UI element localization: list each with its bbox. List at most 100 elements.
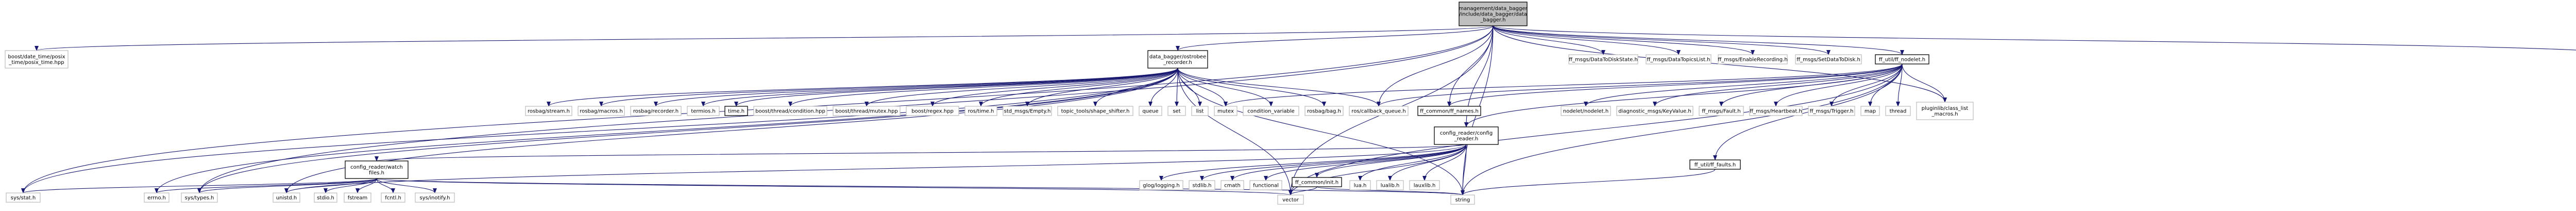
node-config-reader[interactable]: config_reader/config_reader.h <box>1434 126 1499 145</box>
edge-ff_nodelet-to-vector <box>1289 63 1903 196</box>
edge-root-to-ff_enable <box>1493 25 1755 55</box>
node-label: ff_msgs/DataTopicsList.h <box>1647 57 1710 63</box>
node-ff-nodelet[interactable]: ff_util/ff_nodelet.h <box>1875 54 1929 64</box>
edge-ff_nodelet-to-nodelet_h <box>1584 63 1903 107</box>
node-ds-recorder[interactable]: data_bagger/ostrobee_recorder.h <box>1147 50 1208 69</box>
node-box <box>345 160 409 179</box>
node-label: lauxlib.h <box>1414 183 1436 189</box>
node-label: ff_msgs/SetDataToDisk.h <box>1797 57 1860 63</box>
edge-ds_recorder-to-vector <box>1177 68 1293 196</box>
node-box <box>1561 106 1611 116</box>
node-label: nodelet/nodelet.h <box>1563 109 1609 115</box>
edge-ds_recorder-to-mutex <box>1177 68 1228 107</box>
node-box <box>1249 180 1282 190</box>
node-ff-names[interactable]: ff_common/ff_names.h <box>1417 106 1481 116</box>
node-box <box>1616 106 1693 116</box>
node-stdlib: stdlib.h <box>1189 180 1215 190</box>
node-termios: termios.h <box>687 106 720 116</box>
node-label: time.h <box>728 109 744 115</box>
node-box <box>1139 180 1183 190</box>
node-box <box>1417 106 1481 116</box>
edge-config_reader-to-functional <box>1264 144 1467 181</box>
node-box <box>833 106 901 116</box>
node-label: std_msgs/Empty.h <box>1004 109 1051 115</box>
edge-init_h-to-string <box>1316 186 1465 196</box>
node-label: sys/stat.h <box>11 196 36 201</box>
node-label: string <box>1455 198 1470 203</box>
node-map: map <box>1860 106 1880 116</box>
node-box <box>1875 54 1929 64</box>
node-box <box>1434 126 1499 145</box>
node-label: config_reader/watch <box>350 165 403 170</box>
node-box <box>753 106 827 116</box>
node-box <box>1167 106 1186 116</box>
node-lua-h: lua.h <box>1349 180 1371 190</box>
node-label: _reader.h <box>1454 136 1478 142</box>
node-errno: errno.h <box>144 192 170 203</box>
node-label: condition_variable <box>1247 109 1295 115</box>
node-label: management/data_bagger <box>1459 6 1528 12</box>
node-box <box>1646 54 1711 64</box>
node-label: thread <box>1890 109 1907 115</box>
edge-ff_nodelet-to-string <box>1461 63 1903 196</box>
edge-config_reader-to-config_watch <box>375 144 1467 161</box>
node-box <box>1749 106 1803 116</box>
node-label: _time/posix_time.hpp <box>8 60 64 66</box>
edge-ds_recorder-to-string <box>1177 68 1465 196</box>
node-label: ff_msgs/Trigger.h <box>1810 109 1854 115</box>
edge-ds_recorder-to-boost_condition <box>788 68 1178 107</box>
node-ff-faults[interactable]: ff_util/ff_faults.h <box>1689 159 1741 170</box>
node-box <box>1304 106 1344 116</box>
edge-ds_recorder-to-ros_time <box>979 68 1178 107</box>
node-box <box>1376 180 1404 190</box>
edge-config_watch-to-fcntl <box>376 178 395 193</box>
node-topic-tools: topic_tools/shape_shifter.h <box>1057 106 1133 116</box>
node-diag-kv: diagnostic_msgs/KeyValue.h <box>1616 106 1693 116</box>
node-ff-fault: ff_msgs/Fault.h <box>1699 106 1744 116</box>
node-label: map <box>1865 109 1876 115</box>
edge-config_reader-to-init_h <box>1315 144 1467 178</box>
edge-root-to-callback_queue <box>1377 25 1494 107</box>
node-label: _recorder.h <box>1163 60 1192 66</box>
node-rosbag-bag: rosbag/bag.h <box>1304 106 1344 116</box>
node-time-h[interactable]: time.h <box>724 106 748 116</box>
edge-ds_recorder-to-unistd <box>284 68 1178 193</box>
node-ff-topiclist: ff_msgs/DataTopicsList.h <box>1646 54 1711 64</box>
edge-init_h-to-vector <box>1289 186 1317 196</box>
edge-ds_recorder-to-std_empty <box>1025 68 1178 107</box>
node-root[interactable]: management/data_bagger/include/data_bagg… <box>1459 2 1528 26</box>
node-box <box>964 106 997 116</box>
node-lauxlib: lauxlib.h <box>1409 180 1440 190</box>
node-thread: thread <box>1885 106 1911 116</box>
node-unistd: unistd.h <box>273 192 300 203</box>
node-box <box>1860 106 1880 116</box>
node-list: list <box>1191 106 1209 116</box>
node-ff-enable: ff_msgs/EnableRecording.h <box>1718 54 1788 64</box>
node-label: lua.h <box>1354 183 1367 189</box>
node-box <box>1221 180 1244 190</box>
node-label: boost/regex.hpp <box>911 109 954 115</box>
node-label: sys/inotify.h <box>420 196 450 201</box>
node-label: _macros.h <box>1931 111 1958 117</box>
edge-config_reader-to-cmath <box>1230 144 1467 181</box>
node-init-h[interactable]: ff_common/init.h <box>1292 177 1342 187</box>
node-label: ff_common/ff_names.h <box>1420 109 1479 115</box>
node-box <box>144 192 170 203</box>
edge-ff_nodelet-to-ff_names <box>1447 63 1903 107</box>
node-label: boost/thread/condition.hpp <box>755 109 825 115</box>
node-label: cmath <box>1224 183 1241 189</box>
node-queue: queue <box>1139 106 1162 116</box>
node-box <box>273 192 300 203</box>
node-label: lualib.h <box>1381 183 1400 189</box>
node-box <box>1277 194 1304 205</box>
edge-config_watch-to-inotify <box>376 178 437 193</box>
node-box <box>1718 54 1788 64</box>
node-label: ff_util/ff_nodelet.h <box>1879 57 1925 63</box>
node-rosbag-stream: rosbag/stream.h <box>525 106 572 116</box>
node-sys-stat: sys/stat.h <box>6 192 41 203</box>
node-stdio: stdio.h <box>314 192 337 203</box>
node-boost-regex: boost/regex.hpp <box>906 106 959 116</box>
edge-ds_recorder-to-errno <box>155 68 1178 193</box>
node-box <box>1409 180 1440 190</box>
